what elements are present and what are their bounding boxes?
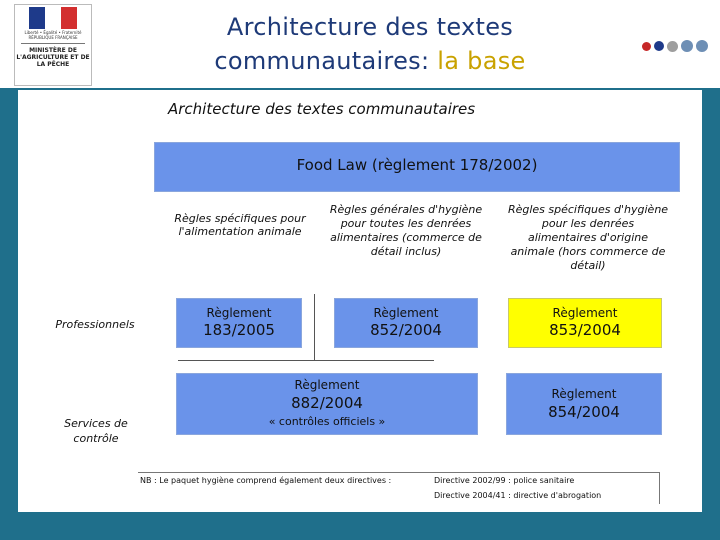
regulation-853-2004-box: [508, 298, 662, 348]
regulation-882-note: « contrôles officiels »: [268, 415, 386, 428]
dot-red: [642, 41, 651, 51]
footnote-directive-police-sanitaire: Directive 2002/99 : police sanitaire: [434, 476, 575, 485]
food-law-box: [154, 142, 680, 192]
footnote-right-border: [659, 472, 660, 504]
regulation-854-number: 854/2004: [548, 403, 620, 421]
food-law-label: Food Law (règlement 178/2002): [296, 156, 538, 174]
regulation-882-2004-box: [176, 373, 478, 435]
column-header-general-hygiene: Règles générales d'hygiène pour toutes l…: [329, 203, 483, 258]
logo-divider: [21, 43, 85, 44]
page-title: Architecture des textes communautaires: …: [150, 10, 590, 78]
footnote-top-border: [138, 472, 660, 473]
french-flag: [29, 7, 77, 29]
dot-grey: [667, 40, 678, 52]
column-header-animal-feed: Règles spécifiques pour l'alimentation a…: [174, 212, 306, 238]
ministry-logo: Liberté • Égalité • Fraternité RÉPUBLIQU…: [14, 4, 92, 86]
row-label-professionals: Professionnels: [55, 318, 135, 331]
regulation-852-label: Règlement: [373, 306, 439, 320]
regulation-854-label: Règlement: [551, 387, 617, 401]
column-header-animal-origin: Règles spécifiques d'hygiène pour les de…: [507, 203, 669, 272]
separator-vertical: [314, 294, 315, 360]
regulation-183-2005-box: [176, 298, 302, 348]
regulation-854-2004-box: [506, 373, 662, 435]
diagram-heading: Architecture des textes communautaires: [168, 100, 476, 118]
dot-blue-2: [696, 40, 708, 52]
regulation-853-label: Règlement: [552, 306, 618, 320]
footnote-directive-abrogation: Directive 2004/41 : directive d'abrogati…: [434, 491, 602, 500]
regulation-183-label: Règlement: [206, 306, 272, 320]
row-label-control-services: Services de contrôle: [64, 417, 128, 445]
decorative-dots: [642, 40, 708, 52]
separator-horizontal: [178, 360, 434, 361]
dot-navy: [654, 41, 664, 51]
regulation-852-2004-box: [334, 298, 478, 348]
logo-motto: Liberté • Égalité • Fraternité RÉPUBLIQU…: [24, 30, 82, 40]
regulation-853-number: 853/2004: [549, 321, 621, 339]
regulation-183-number: 183/2005: [203, 321, 275, 339]
title-highlight: la base: [437, 47, 526, 75]
regulation-882-number: 882/2004: [291, 394, 363, 412]
footnote-text: NB : Le paquet hygiène comprend égalemen…: [140, 476, 392, 485]
title-main: Architecture des textes communautaires:: [214, 13, 514, 75]
diagram-panel: Architecture des textes communautaires F…: [18, 90, 702, 512]
dot-blue: [681, 40, 693, 52]
header-bar: Liberté • Égalité • Fraternité RÉPUBLIQU…: [0, 0, 720, 88]
logo-ministry-name: MINISTÈRE DE L'AGRICULTURE ET DE LA PÊCH…: [16, 47, 90, 68]
regulation-882-label: Règlement: [294, 378, 360, 392]
regulation-852-number: 852/2004: [370, 321, 442, 339]
